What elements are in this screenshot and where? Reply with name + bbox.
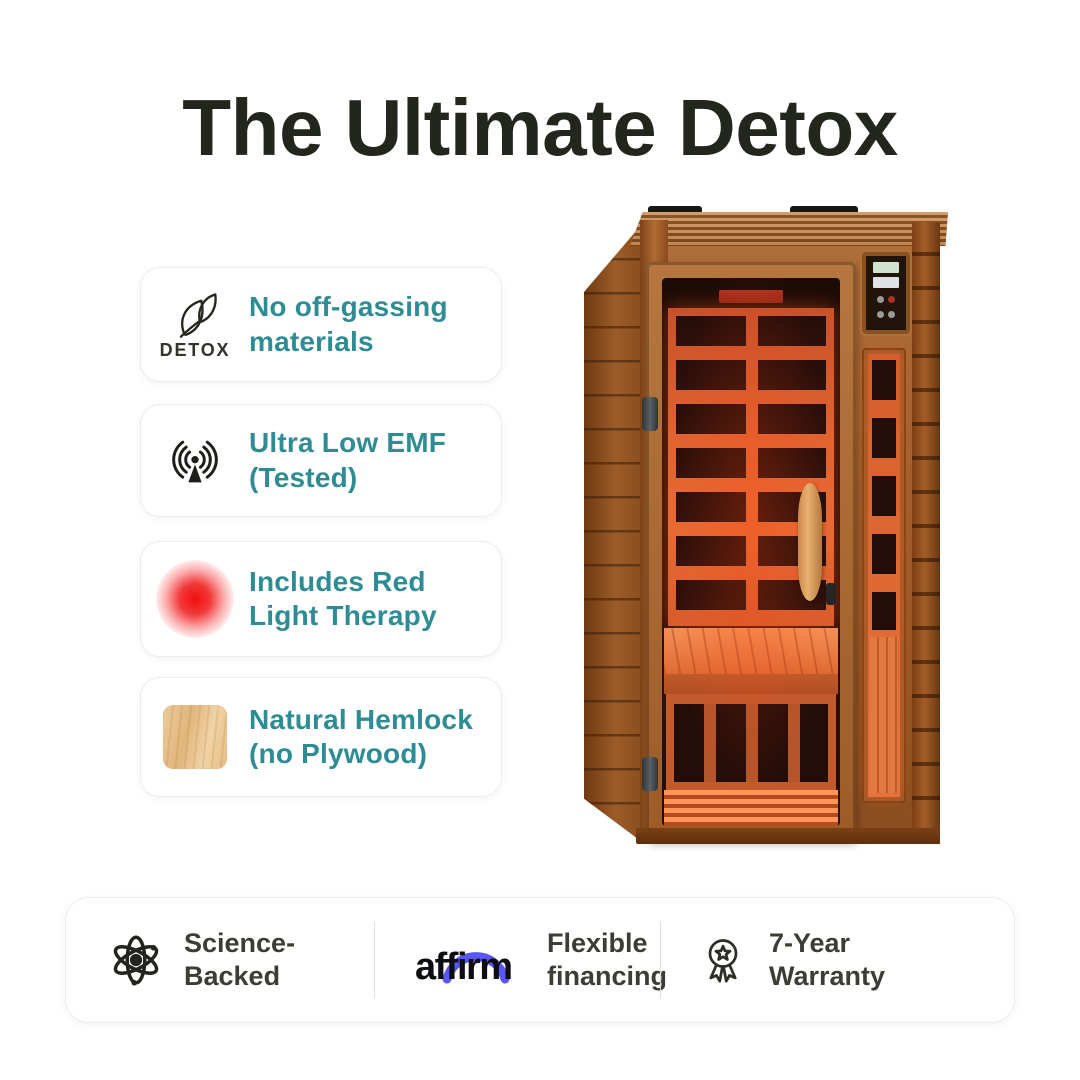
feature-text-line: Ultra Low EMF <box>249 427 447 459</box>
sauna-side-bench-glow <box>870 637 898 793</box>
sauna-door <box>646 262 856 842</box>
feature-text-line: materials <box>249 325 374 357</box>
feature-card-hemlock: Natural Hemlock (no Plywood) <box>140 677 502 797</box>
sauna-bench-front <box>664 674 838 694</box>
sauna-left-wall <box>584 224 642 842</box>
antenna-icon-svg <box>172 440 218 482</box>
badge-bar: Science- Backed affirm Flexible financin… <box>65 897 1015 1023</box>
infrared-sauna-product-image <box>580 206 948 848</box>
divider <box>660 922 661 998</box>
divider <box>374 922 375 998</box>
feature-text-line: Includes Red <box>249 565 426 597</box>
feature-text-line: (no Plywood) <box>249 738 428 769</box>
sauna-warning-label <box>719 290 783 303</box>
affirm-logo: affirm <box>415 927 527 993</box>
badge-text: Flexible financing <box>547 927 667 991</box>
sauna-door-latch <box>826 583 836 605</box>
badge-text: 7-Year Warranty <box>769 927 886 991</box>
sauna-door-handle <box>798 483 822 601</box>
sauna-base-rail <box>636 828 940 844</box>
control-buttons <box>877 296 895 303</box>
feature-text: Includes Red Light Therapy <box>249 565 437 633</box>
award-ribbon-icon <box>708 939 738 983</box>
page-title: The Ultimate Detox <box>182 83 898 172</box>
control-display <box>873 277 899 288</box>
detox-caption: DETOX <box>159 339 231 360</box>
emf-antenna-icon <box>141 433 249 489</box>
sauna-floor-glow <box>664 790 838 826</box>
sauna-underbench-heaters <box>674 704 828 782</box>
leaf-icon-svg <box>179 292 217 338</box>
sauna-underbench <box>666 694 836 790</box>
red-glow-circle <box>156 560 234 638</box>
sauna-door-glass <box>662 278 840 826</box>
feature-text-line: Natural Hemlock <box>249 703 473 735</box>
feature-card-red-light: Includes Red Light Therapy <box>140 541 502 657</box>
detox-leaf-icon: DETOX <box>141 289 249 361</box>
sauna-door-hinge <box>642 757 658 791</box>
feature-text: No off-gassing materials <box>249 290 448 358</box>
sauna-control-panel <box>862 252 910 334</box>
control-display <box>873 262 899 273</box>
affirm-wordmark: affirm <box>415 946 513 988</box>
feature-text-line: Light Therapy <box>249 600 437 631</box>
hemlock-wood-swatch-icon <box>141 705 249 769</box>
sauna-door-hinge <box>642 397 658 431</box>
affirm-arc-icon <box>442 952 510 984</box>
badge-flexible-financing: affirm Flexible financing <box>375 898 667 1022</box>
sauna-heater-panels-left <box>676 316 746 618</box>
atom-icon <box>113 935 159 986</box>
sauna-side-window <box>862 348 906 803</box>
sauna-crown-molding <box>630 212 948 246</box>
sauna-side-heater-panels <box>872 360 896 630</box>
badge-science-backed: Science- Backed <box>66 898 374 1022</box>
badge-text: Science- Backed <box>184 927 296 991</box>
feature-text: Ultra Low EMF (Tested) <box>249 426 446 494</box>
control-buttons <box>877 311 895 318</box>
feature-text-line: (Tested) <box>249 461 358 493</box>
sauna-right-corner-trim <box>912 222 940 844</box>
feature-card-no-offgassing: DETOX No off-gassing materials <box>140 267 502 382</box>
badge-warranty: 7-Year Warranty <box>661 898 1014 1022</box>
feature-card-low-emf: Ultra Low EMF (Tested) <box>140 404 502 517</box>
red-light-glow-icon <box>141 560 249 638</box>
feature-text: Natural Hemlock (no Plywood) <box>249 703 473 771</box>
wood-swatch <box>163 705 227 769</box>
feature-text-line: No off-gassing <box>249 291 448 323</box>
sauna-bench <box>664 628 838 674</box>
